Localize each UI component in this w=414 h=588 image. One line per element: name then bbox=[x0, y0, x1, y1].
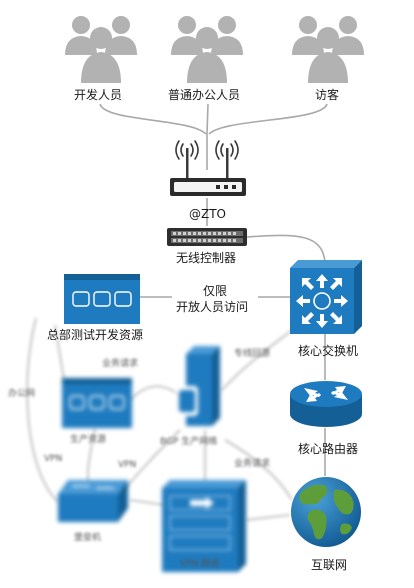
ssid-label: @ZTO bbox=[189, 207, 226, 221]
visitors-label: 访客 bbox=[315, 88, 340, 102]
bgp-server-icon bbox=[176, 346, 220, 426]
blurred-switch-label: 堡垒机 bbox=[74, 533, 102, 543]
wireless-controller-icon bbox=[167, 228, 247, 246]
bgp-network-label: BGP 生产网络 bbox=[160, 437, 218, 447]
office-staff-user-group-icon bbox=[171, 16, 243, 83]
visitors-user-group-icon bbox=[292, 16, 364, 83]
office-staff-label: 普通办公人员 bbox=[168, 88, 241, 102]
access-note-line2: 开放人员访问 bbox=[176, 300, 249, 314]
core-switch-icon bbox=[290, 260, 362, 334]
business-request-label-1: 业务请求 bbox=[102, 359, 139, 369]
blurred-switch-icon bbox=[58, 480, 128, 522]
access-note-line1: 仅限 bbox=[203, 284, 228, 298]
vpn-gateway-icon bbox=[162, 480, 246, 572]
hq-dev-resources-label: 总部测试开发资源 bbox=[47, 328, 144, 342]
vpn-gateway-label: VPN 隧道 bbox=[180, 559, 220, 569]
office-network-label: 办公网 bbox=[8, 389, 36, 399]
internet-label: 互联网 bbox=[311, 558, 348, 572]
developers-user-group-icon bbox=[65, 16, 137, 83]
production-resources-label: 生产资源 bbox=[70, 435, 107, 445]
vpn-left-label: VPN bbox=[44, 454, 63, 464]
hq-dev-resources-icon bbox=[64, 274, 140, 324]
internet-globe-icon bbox=[291, 477, 361, 547]
developers-label: 开发人员 bbox=[74, 88, 123, 102]
dedicated-line-label: 专线回源 bbox=[234, 349, 271, 359]
business-request-label-2: 业务请求 bbox=[234, 459, 271, 469]
core-switch-label: 核心交换机 bbox=[298, 344, 359, 358]
production-resources-icon bbox=[62, 378, 132, 428]
core-router-icon bbox=[290, 381, 362, 427]
wireless-access-point-icon bbox=[170, 140, 246, 196]
core-router-label: 核心路由器 bbox=[298, 442, 359, 456]
vpn-mid-label: VPN bbox=[118, 460, 137, 470]
wireless-controller-label: 无线控制器 bbox=[176, 251, 237, 265]
